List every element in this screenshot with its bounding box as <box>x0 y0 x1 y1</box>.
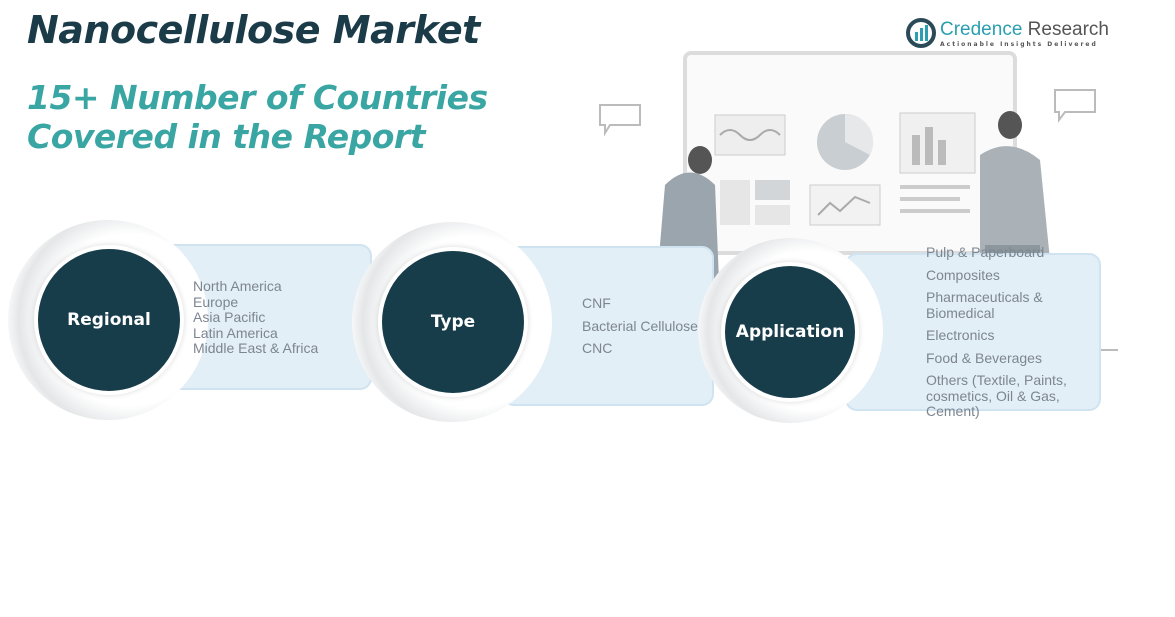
list-item: Latin America <box>193 324 278 341</box>
list-item: Europe <box>193 293 239 310</box>
subtitle-line-1: 15+ Number of Countries <box>27 78 488 117</box>
list-item: Composites <box>926 266 1000 283</box>
logo-name-2: Research <box>1022 18 1109 40</box>
regional-circle: Regional <box>34 245 184 395</box>
list-item: CNF <box>582 295 611 311</box>
list-item: Pharmaceuticals & Biomedical <box>926 289 1043 321</box>
logo: Credence Research Actionable Insights De… <box>906 18 1109 48</box>
list-item: Others (Textile, Paints, cosmetics, Oil … <box>926 372 1067 419</box>
subtitle-line-2: Covered in the Report <box>27 117 425 156</box>
list-item: North America <box>193 278 282 294</box>
application-list: Pulp & Paperboard Composites Pharmaceuti… <box>926 244 1076 420</box>
type-circle: Type <box>378 247 528 397</box>
logo-name: Credence <box>940 18 1023 40</box>
list-item: Asia Pacific <box>193 309 266 325</box>
type-list: CNF Bacterial Cellulose CNC <box>582 295 698 357</box>
list-item: Middle East & Africa <box>193 340 319 356</box>
logo-icon <box>906 18 936 48</box>
application-box <box>845 253 1101 411</box>
list-item: CNC <box>582 340 613 356</box>
regional-list: North America Europe Asia Pacific Latin … <box>193 278 319 357</box>
application-circle: Application <box>721 262 859 402</box>
list-item: Food & Beverages <box>926 349 1042 366</box>
logo-tagline: Actionable Insights Delivered <box>940 40 1098 48</box>
list-item: Electronics <box>926 327 995 343</box>
list-item: Pulp & Paperboard <box>926 244 1045 260</box>
list-item: Bacterial Cellulose <box>582 317 698 334</box>
page-title: Nanocellulose Market <box>27 8 480 52</box>
